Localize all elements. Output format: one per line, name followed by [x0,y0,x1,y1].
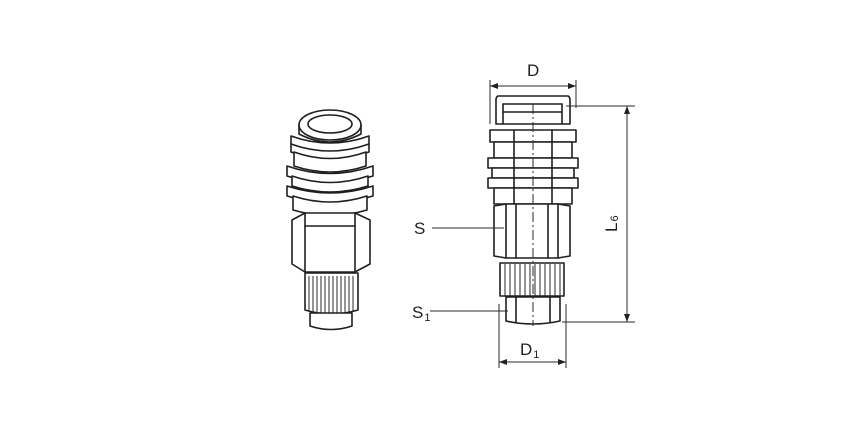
knurled-nut-elevation [499,262,565,297]
label-l6-sub: 6 [609,215,621,221]
hex-body-elevation [493,203,571,259]
label-s1: S1 [412,303,430,324]
dimension-d [489,80,577,124]
hex-body [291,212,371,273]
tail-fitting [309,312,353,331]
label-d1-main: D [520,340,532,359]
label-d: D [527,61,539,80]
label-s1-main: S [412,303,423,322]
label-l6: L6 [602,215,621,232]
coupling-perspective-view [286,109,374,331]
coupling-elevation-view [487,95,579,326]
label-l6-main: L [602,223,621,232]
label-s1-sub: 1 [424,312,430,324]
dimension-d1 [498,304,567,368]
knurled-nut [304,272,359,315]
top-ring [298,109,362,143]
label-d1-sub: 1 [533,349,539,361]
dimension-l6 [562,105,635,323]
label-s: S [414,219,425,238]
label-d1: D1 [520,340,539,361]
svg-text:L6: L6 [602,215,621,232]
sleeve-bands [286,135,374,217]
